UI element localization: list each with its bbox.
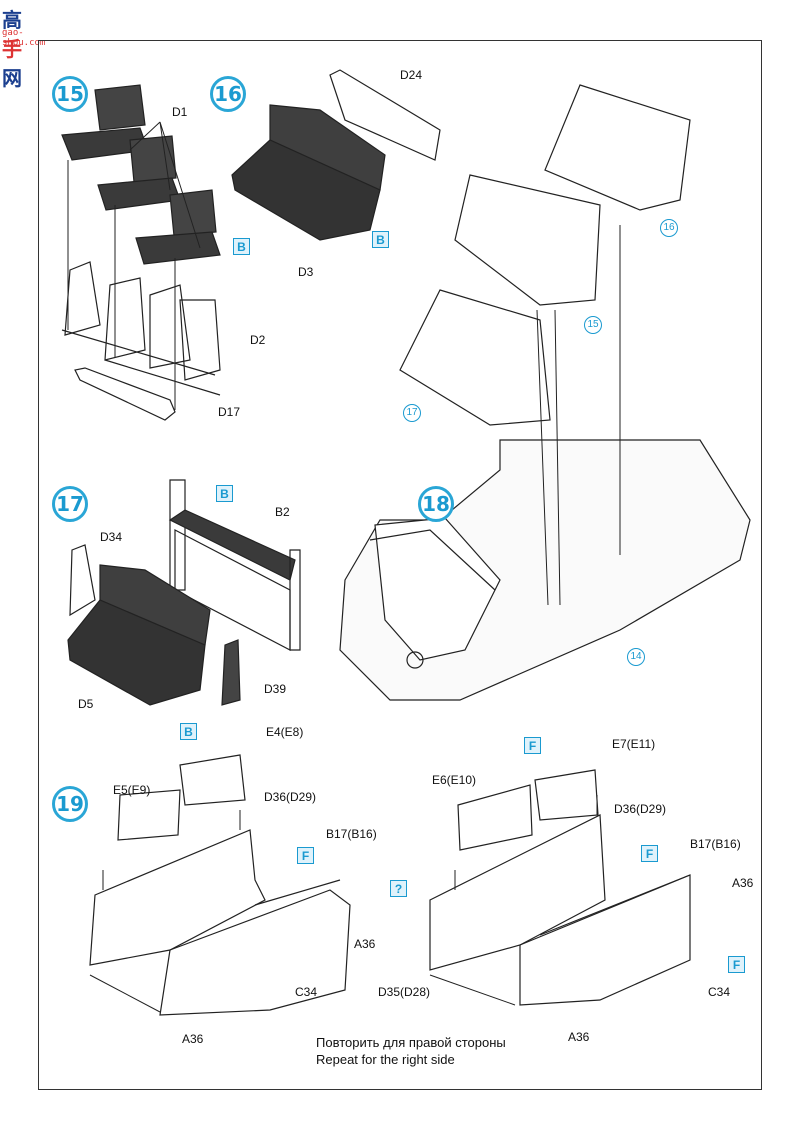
label-d1: D1 [172,105,188,119]
label-d24: D24 [400,68,423,82]
label-d36-d29-right: D36(D29) [614,802,667,816]
paint-code-f-right-mid: F [641,845,658,862]
label-e4-e8: E4(E8) [266,725,304,739]
label-d35-d28: D35(D28) [378,985,431,999]
callout-step-17: 17 [403,404,421,422]
step-15-marker: 15 [52,76,88,112]
label-b17-b16-right: B17(B16) [690,837,741,851]
paint-code-b-step15: B [233,238,250,255]
door-right [429,769,691,1006]
paint-code-unknown: ? [390,880,407,897]
label-b17-b16-left: B17(B16) [326,827,377,841]
paint-code-b-step17-top: B [216,485,233,502]
step-19-marker: 19 [52,786,88,822]
note-russian: Повторить для правой стороны [316,1035,506,1050]
label-d5: D5 [78,697,94,711]
paint-code-b-step16: B [372,231,389,248]
label-e7-e11: E7(E11) [612,737,656,751]
label-c34-left: C34 [295,985,318,999]
label-d2: D2 [250,333,266,347]
seats-exploded-15-16-17 [399,84,691,426]
label-d3: D3 [298,265,314,279]
seat-d1-1 [61,84,149,161]
label-d34: D34 [100,530,123,544]
side-panel-d39 [221,639,241,706]
label-d17: D17 [218,405,241,419]
panel-b2 [168,479,301,651]
step-18-marker: 18 [418,486,454,522]
step-16-marker: 16 [210,76,246,112]
bench-back-d24 [329,69,441,161]
bench-d3 [231,104,386,241]
label-e5-e9: E5(E9) [113,783,151,797]
paint-code-f-left: F [297,847,314,864]
note-english: Repeat for the right side [316,1052,455,1067]
callout-step-15: 15 [584,316,602,334]
label-d39: D39 [264,682,287,696]
label-e6-e10: E6(E10) [432,773,477,787]
label-a36-left-top: A36 [354,937,376,951]
paint-code-b-step17-bottom: B [180,723,197,740]
logo-url: gao-shou.com [2,28,46,48]
seat-frame-d2 [61,261,221,396]
panel-d17 [74,367,176,421]
label-a36-left-bottom: A36 [182,1032,204,1046]
seat-d1-2 [97,135,181,211]
instruction-page-frame [38,40,762,1090]
side-panel-d34 [69,544,96,617]
paint-code-f-right-top: F [524,737,541,754]
paint-code-f-right-bottom: F [728,956,745,973]
label-a36-right-bottom: A36 [568,1030,590,1044]
rear-seat-d5 [67,564,211,706]
label-a36-right-top: A36 [732,876,754,890]
logo-wordmark: 高手网 [2,8,23,90]
label-d36-d29-left: D36(D29) [264,790,317,804]
car-body-14 [339,439,751,701]
door-left [89,754,351,1016]
label-c34-right: C34 [708,985,731,999]
seat-d1-3 [135,189,221,265]
callout-step-14: 14 [627,648,645,666]
label-b2: B2 [275,505,290,519]
step-17-marker: 17 [52,486,88,522]
callout-step-16: 16 [660,219,678,237]
